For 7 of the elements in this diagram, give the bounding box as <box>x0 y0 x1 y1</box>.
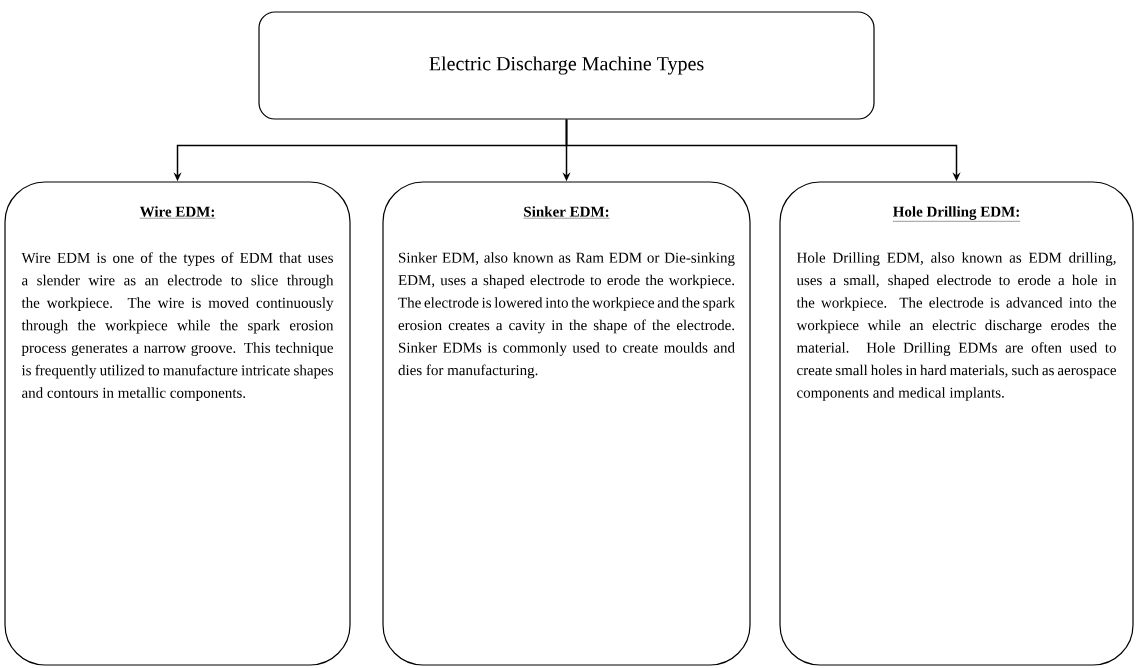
description-text: Wire EDM is one of the types of EDM that uses a slender wire as an electrode to slice through the workpiece. The wire is moved continuously through the workpiece while the spark erosion process generates a narrow groove. This technique is frequently utilized to manufacture intricate shapes and contours in metallic components. <box>21 252 334 401</box>
title-box: Electric Discharge Machine Types <box>258 11 875 120</box>
section-heading: Hole Drilling EDM: <box>892 206 1021 222</box>
description-text: Hole Drilling EDM, also known as EDM drilling, uses a small, shaped electrode to erode a hole in the workpiece. The electrode is advanced into the workpiece while an electric discharge erodes the material. Hole Drilling EDMs are often used to create small holes in hard materials, such as aerospace components and medical implants. <box>796 252 1117 401</box>
description-text: Sinker EDM, also known as Ram EDM or Die-sinking EDM, uses a shaped electrode to erode the workpiece. The electrode is lowered into the workpiece and the spark erosion creates a cavity in the shape of the electrode. Sinker EDMs is commonly used to create moulds and dies for manufacturing. <box>398 252 736 379</box>
section-heading: Sinker EDM: <box>523 206 610 219</box>
section-heading: Wire EDM: <box>139 206 216 219</box>
